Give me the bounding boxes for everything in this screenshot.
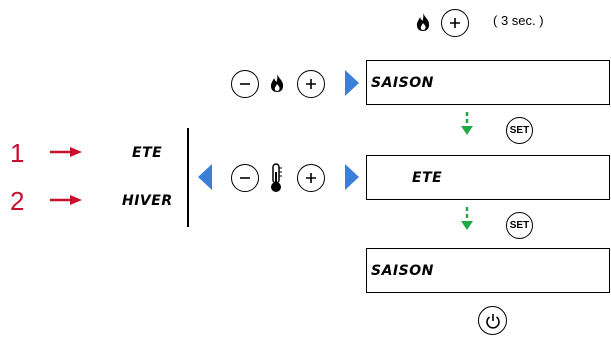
flame-icon [270, 74, 284, 92]
hold-duration-hint: ( 3 sec. ) [493, 13, 544, 28]
set-button[interactable]: SET [506, 117, 533, 144]
display-ete: ETE [366, 155, 610, 200]
plus-button-icon[interactable] [297, 70, 325, 98]
flame-icon [416, 13, 430, 31]
set-button[interactable]: SET [506, 212, 533, 239]
display-text: ETE [412, 169, 443, 186]
arrow-down-icon [461, 112, 473, 135]
display-text: SAISON [371, 74, 434, 91]
display-saison-final: SAISON [366, 248, 610, 293]
divider [187, 128, 189, 227]
plus-button-icon[interactable] [297, 164, 325, 192]
thermometer-icon [271, 163, 282, 192]
arrow-right-icon [345, 70, 359, 96]
plus-button-icon[interactable] [441, 9, 469, 37]
option-label-hiver: HIVER [122, 193, 173, 209]
display-text: SAISON [371, 262, 434, 279]
power-icon[interactable] [478, 306, 507, 335]
arrow-right-red-icon [50, 147, 82, 157]
display-saison: SAISON [366, 60, 610, 105]
arrow-right-icon [345, 164, 359, 190]
option-number-1: 1 [10, 138, 25, 168]
arrow-down-icon [461, 207, 473, 230]
minus-button-icon[interactable] [231, 70, 259, 98]
option-number-2: 2 [10, 186, 25, 216]
arrow-right-red-icon [50, 195, 82, 205]
option-label-ete: ETE [132, 145, 163, 161]
arrow-left-icon [198, 164, 212, 190]
minus-button-icon[interactable] [231, 164, 259, 192]
